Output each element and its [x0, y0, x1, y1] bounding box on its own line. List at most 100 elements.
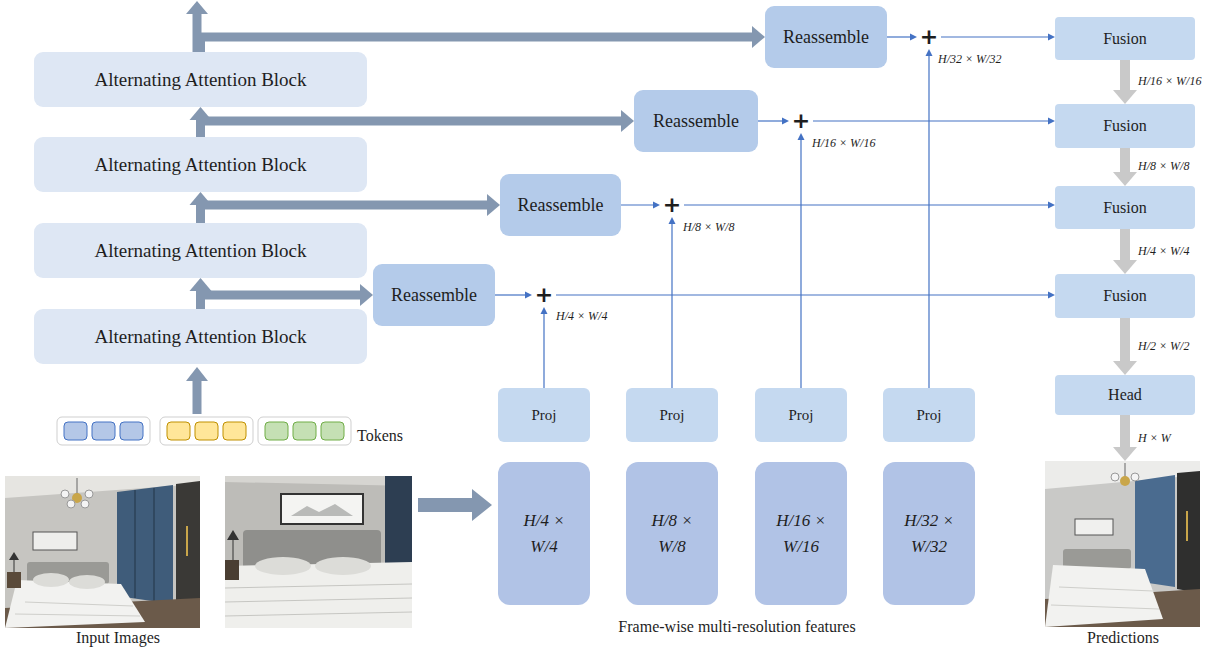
arrowhead [1113, 172, 1137, 186]
caption-label: Tokens [357, 427, 403, 445]
arrowhead [1113, 90, 1137, 104]
feature-map-label: H/16 × W/16 [770, 508, 832, 559]
token-groups [57, 367, 351, 445]
proj-box: Proj [498, 388, 590, 442]
feature-arrow [418, 489, 492, 521]
connector [1113, 148, 1137, 186]
resolution-label: H/16 × W/16 [812, 136, 875, 151]
head-box-label: Head [1108, 386, 1142, 404]
arrowhead [487, 194, 500, 216]
connector [621, 202, 660, 209]
sum-node-label: + [792, 110, 810, 132]
resolution-label: H × W [1138, 431, 1171, 446]
reassemble-box: Reassemble [765, 6, 887, 68]
connector [926, 49, 933, 388]
arrowhead [525, 292, 532, 299]
reassemble-box: Reassemble [373, 264, 495, 326]
sum-node: + [660, 193, 684, 217]
arrowhead [621, 110, 634, 132]
arrowhead [1048, 292, 1055, 299]
reassemble-box-label: Reassemble [783, 27, 869, 48]
connector-line [928, 55, 929, 388]
resolution-label: H/4 × W/4 [1138, 244, 1189, 259]
connector-line [671, 223, 672, 388]
input-image [225, 476, 412, 628]
resolution-label: H/8 × W/8 [683, 220, 734, 235]
connector-line [887, 36, 911, 37]
sum-node-label: + [535, 284, 553, 306]
connector-line [543, 313, 544, 388]
arrowhead [910, 34, 917, 41]
proj-box: Proj [626, 388, 718, 442]
connector [887, 34, 917, 41]
proj-box-label: Proj [531, 407, 556, 424]
reassemble-box-label: Reassemble [653, 111, 739, 132]
proj-box: Proj [755, 388, 847, 442]
reassemble-box-label: Reassemble [391, 285, 477, 306]
arrowhead [360, 284, 373, 306]
sum-node: + [532, 283, 556, 307]
arrowhead [1048, 34, 1055, 41]
sum-node: + [917, 25, 941, 49]
feature-map-label: H/4 × W/4 [513, 508, 575, 559]
arrowhead [190, 278, 212, 291]
attention-block-label: Alternating Attention Block [94, 154, 306, 176]
connector [556, 292, 1055, 299]
connector-line [941, 36, 1049, 37]
connector [201, 26, 766, 52]
caption-label: Frame-wise multi-resolution features [618, 618, 855, 636]
attention-block: Alternating Attention Block [34, 137, 367, 192]
attention-block: Alternating Attention Block [34, 223, 367, 278]
resolution-label: H/2 × W/2 [1138, 339, 1189, 354]
reassemble-box: Reassemble [500, 174, 621, 236]
feature-map: H/8 × W/8 [626, 462, 718, 605]
fusion-box: Fusion [1055, 17, 1195, 60]
sum-node: + [789, 109, 813, 133]
arrowhead [782, 118, 789, 125]
reassemble-box-label: Reassemble [518, 195, 604, 216]
connector-line [1120, 229, 1130, 261]
connector [1113, 60, 1137, 104]
proj-box-label: Proj [788, 407, 813, 424]
fusion-box-label: Fusion [1103, 30, 1147, 48]
attention-block-label: Alternating Attention Block [94, 69, 306, 91]
connector [758, 118, 789, 125]
attention-block-label: Alternating Attention Block [94, 240, 306, 262]
caption-label: Predictions [1087, 629, 1159, 647]
connector-line [201, 37, 754, 52]
arrowhead [653, 202, 660, 209]
prediction-arrow [1113, 415, 1137, 461]
connector [813, 118, 1055, 125]
arrowhead [926, 49, 933, 56]
feature-map: H/32 × W/32 [883, 462, 975, 605]
connector-line [758, 120, 783, 121]
connector [798, 133, 805, 388]
resolution-label: H/16 × W/16 [1138, 74, 1201, 89]
resolution-label: H/4 × W/4 [556, 309, 607, 324]
connector-line [495, 294, 526, 295]
resolution-label: H/8 × W/8 [1138, 159, 1189, 174]
prediction-image [1045, 461, 1200, 627]
reassemble-box: Reassemble [634, 90, 758, 152]
connector [684, 202, 1055, 209]
arrowhead [669, 217, 676, 224]
connector [201, 284, 374, 309]
arrowhead [1048, 118, 1055, 125]
sum-node-label: + [920, 26, 938, 48]
connector-line [201, 205, 489, 223]
connector-line [800, 139, 801, 388]
connector-line [813, 120, 1049, 121]
sum-node-label: + [663, 194, 681, 216]
arrowhead [1113, 361, 1137, 375]
connector-line [556, 294, 1049, 295]
connector [495, 292, 532, 299]
arrowhead [798, 133, 805, 140]
caption-label: Input Images [76, 629, 160, 647]
connector [201, 110, 635, 137]
head-box: Head [1055, 375, 1195, 415]
connector [1113, 318, 1137, 375]
connector-line [684, 204, 1049, 205]
proj-box: Proj [883, 388, 975, 442]
feature-map: H/4 × W/4 [498, 462, 590, 605]
connector [541, 307, 548, 388]
